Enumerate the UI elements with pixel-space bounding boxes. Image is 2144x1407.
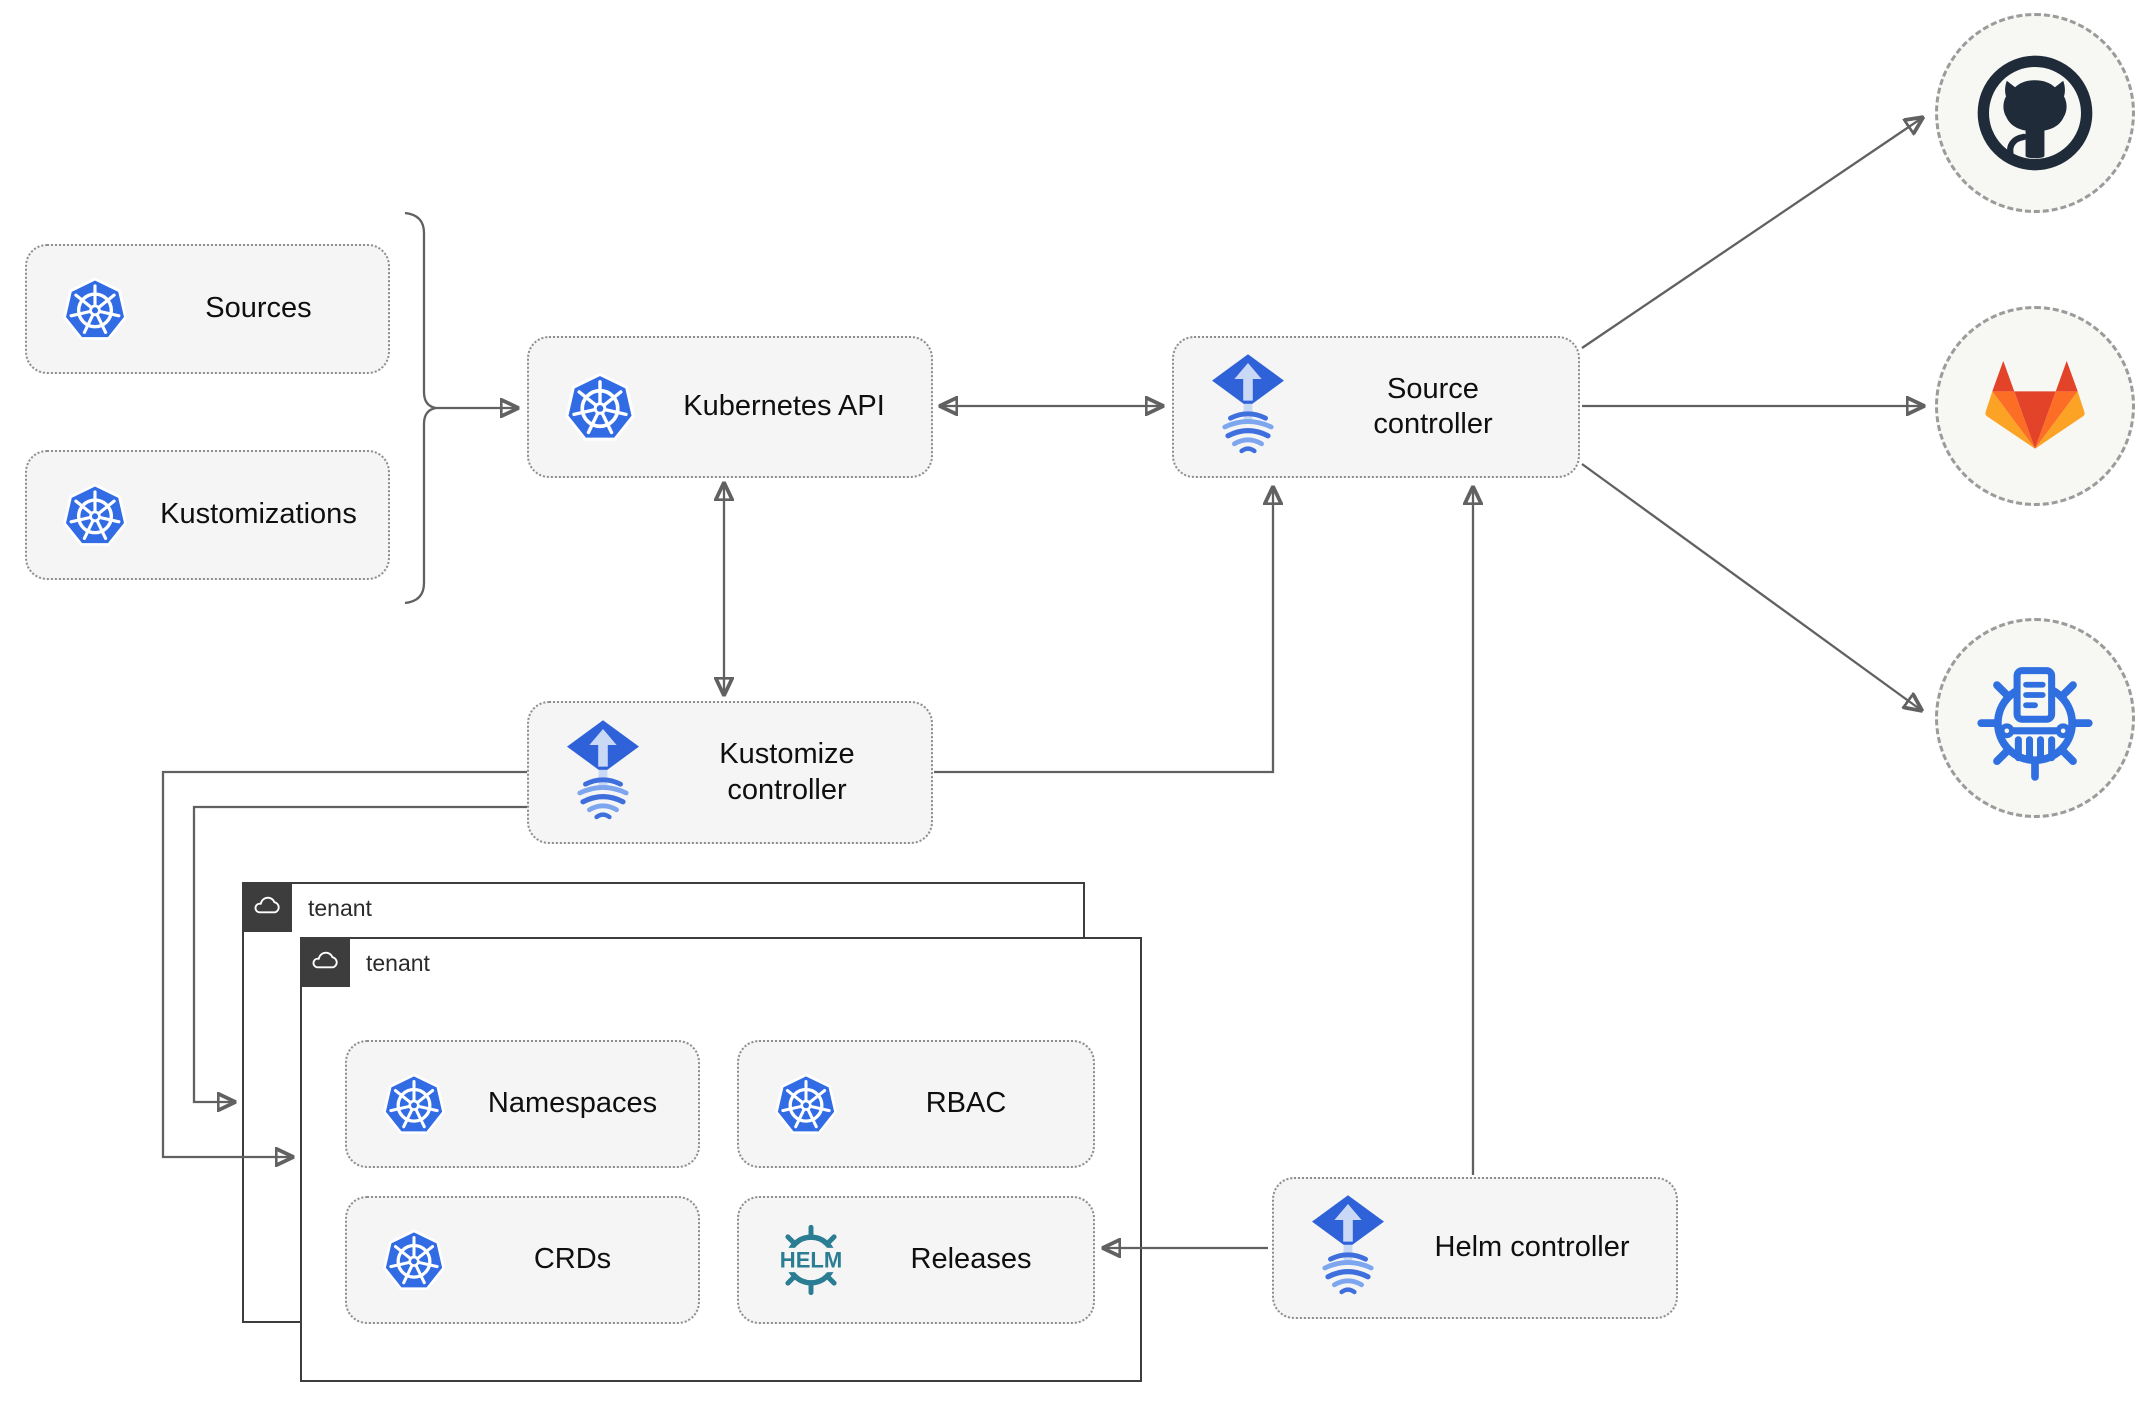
node-label: Kustomizations bbox=[160, 498, 357, 531]
node-label: CRDs bbox=[533, 1243, 612, 1276]
tenant-label: tenant bbox=[366, 950, 430, 976]
node-kubernetes-api: Kubernetes API bbox=[527, 336, 933, 478]
kubernetes-icon bbox=[61, 275, 129, 343]
kubernetes-icon bbox=[61, 481, 129, 549]
arrow-source-controller-to-helm-repository bbox=[1581, 463, 1921, 710]
node-label: Namespaces bbox=[487, 1087, 658, 1120]
endpoint-gitlab bbox=[1935, 306, 2135, 506]
kubernetes-icon bbox=[563, 370, 637, 444]
cloud-icon bbox=[251, 891, 283, 923]
tenant-header bbox=[242, 882, 292, 932]
helm-icon bbox=[773, 1222, 849, 1298]
node-source-controller: Source controller bbox=[1172, 336, 1580, 478]
flux-icon bbox=[1308, 1195, 1388, 1301]
endpoint-github bbox=[1935, 13, 2135, 213]
node-label: Source controller bbox=[1373, 372, 1493, 440]
tenant-header bbox=[300, 937, 350, 987]
flux-icon bbox=[1208, 354, 1288, 460]
node-label: Kubernetes API bbox=[683, 390, 885, 423]
arrow-kustomize-controller-to-source-controller bbox=[934, 488, 1273, 774]
node-label: Kustomize controller bbox=[719, 738, 855, 806]
github-icon bbox=[1972, 50, 2098, 176]
node-crds: CRDs bbox=[345, 1196, 700, 1324]
node-kustomizations: Kustomizations bbox=[25, 450, 390, 580]
node-label: RBAC bbox=[925, 1087, 1007, 1120]
node-releases: Releases bbox=[737, 1196, 1095, 1324]
node-label: Sources bbox=[205, 292, 312, 325]
chart-museum-icon bbox=[1971, 654, 2099, 782]
gitlab-icon bbox=[1974, 345, 2096, 467]
node-rbac: RBAC bbox=[737, 1040, 1095, 1168]
arrow-source-controller-to-github bbox=[1581, 118, 1922, 349]
tenant-label: tenant bbox=[308, 895, 372, 921]
node-kustomize-controller: Kustomize controller bbox=[527, 701, 933, 844]
bracket-sources-kustomizations bbox=[404, 211, 437, 605]
kubernetes-icon bbox=[381, 1227, 447, 1293]
cloud-icon bbox=[309, 946, 341, 978]
node-helm-controller: Helm controller bbox=[1272, 1177, 1678, 1319]
node-label: Releases bbox=[910, 1243, 1032, 1276]
endpoint-helm-repository bbox=[1935, 618, 2135, 818]
kubernetes-icon bbox=[773, 1071, 839, 1137]
node-sources: Sources bbox=[25, 244, 390, 374]
flux-icon bbox=[563, 720, 643, 826]
kubernetes-icon bbox=[381, 1071, 447, 1137]
node-label: Helm controller bbox=[1434, 1231, 1630, 1264]
node-namespaces: Namespaces bbox=[345, 1040, 700, 1168]
